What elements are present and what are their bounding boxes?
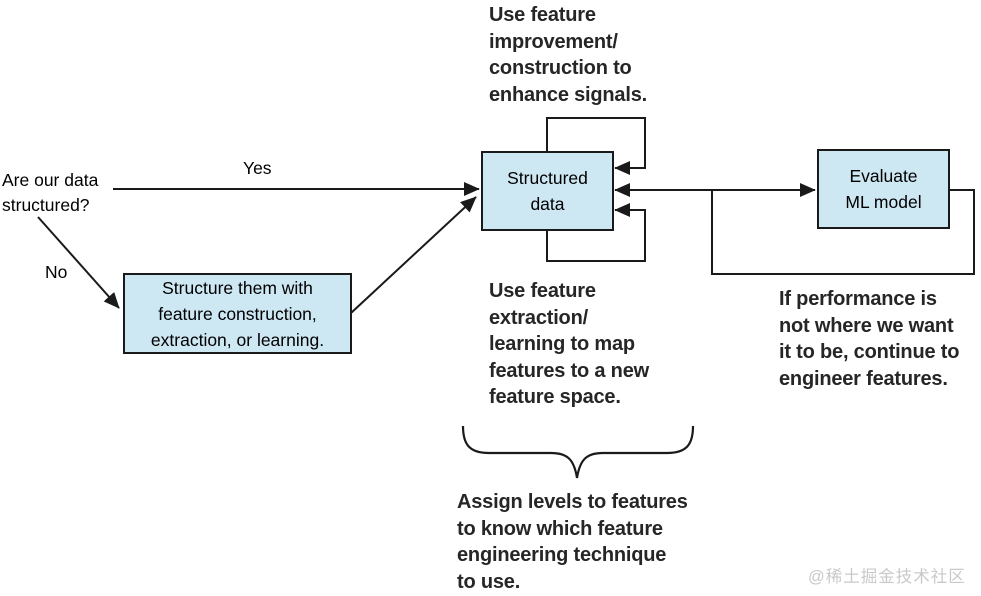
no-label: No bbox=[45, 262, 68, 282]
no-arrow bbox=[37, 216, 120, 309]
improvement-loop-arrow bbox=[546, 117, 646, 176]
brace bbox=[461, 425, 695, 479]
improvement-caption: Use feature improvement/ construction to… bbox=[489, 4, 647, 106]
extraction-loop-arrow bbox=[546, 202, 646, 262]
structured-data-node: Structured data bbox=[481, 151, 614, 231]
structure-them-node: Structure them with feature construction… bbox=[123, 273, 352, 354]
assign-levels-caption: Assign levels to features to know which … bbox=[457, 491, 688, 593]
evaluate-feedback-loop bbox=[711, 189, 975, 275]
watermark: @稀土掘金技术社区 bbox=[808, 568, 966, 586]
performance-caption: If performance is not where we want it t… bbox=[779, 288, 960, 390]
question-label: Are our data structured? bbox=[2, 170, 99, 215]
extraction-caption: Use feature extraction/ learning to map … bbox=[489, 280, 649, 408]
evaluate-model-node: Evaluate ML model bbox=[817, 149, 950, 229]
structure-to-structured-arrow bbox=[350, 196, 477, 314]
yes-label: Yes bbox=[243, 158, 272, 178]
